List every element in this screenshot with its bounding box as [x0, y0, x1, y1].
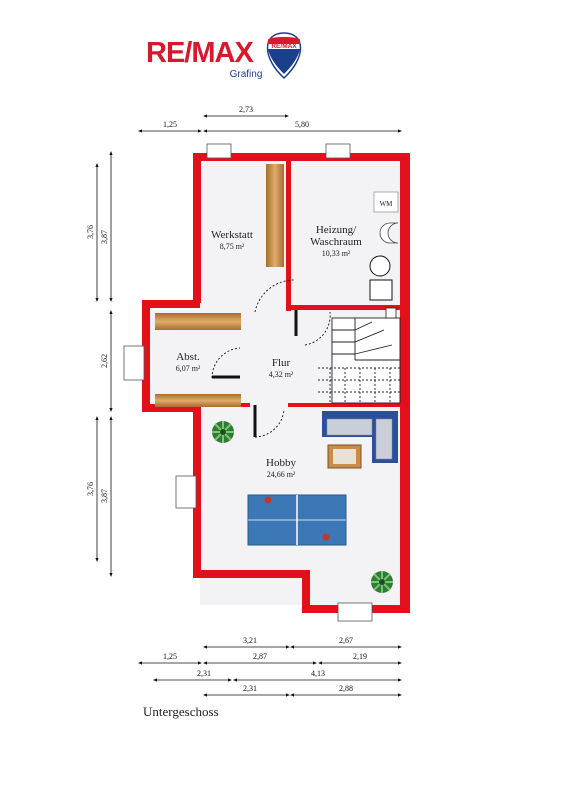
paddle-icon — [322, 533, 330, 541]
office-name: Grafing — [230, 69, 263, 80]
dim-label: 3,76 — [86, 482, 95, 496]
heater-icon — [369, 279, 393, 301]
room-name-hobby: Hobby — [266, 457, 296, 469]
balloon-icon: RE/MAX — [266, 32, 302, 80]
dim-label: 3,87 — [100, 489, 109, 503]
ping-pong-table — [247, 494, 347, 546]
dim-label: 3,87 — [100, 230, 109, 244]
washer: WM — [373, 191, 399, 213]
dim-label: 1,25 — [163, 120, 177, 129]
window-hobby-bottom — [337, 602, 373, 622]
shelf-abst-bottom — [155, 394, 241, 407]
room-name-heizung-1: Heizung/ — [316, 224, 357, 236]
shelf-abst-top — [155, 313, 241, 330]
room-area-hobby: 24,66 m² — [267, 470, 296, 479]
dim-label: 2,31 — [243, 684, 257, 693]
balloon-label: RE/MAX — [271, 43, 297, 50]
window-abst — [123, 345, 145, 381]
dimension-lines — [95, 114, 402, 697]
room-area-flur: 4,32 m² — [269, 370, 294, 379]
dim-label: 2,88 — [339, 684, 353, 693]
paddle-icon — [264, 496, 272, 504]
room-area-werkstatt: 8,75 m² — [220, 242, 245, 251]
dim-label: 3,76 — [86, 225, 95, 239]
window-heizung — [325, 143, 351, 159]
floor-caption: Untergeschoss — [143, 704, 219, 719]
room-area-heizung: 10,33 m² — [322, 249, 351, 258]
plant-icon — [371, 571, 393, 593]
room-name-werkstatt: Werkstatt — [211, 229, 253, 241]
sofa — [322, 411, 398, 463]
dim-label: 2,73 — [239, 105, 253, 114]
dim-label: 2,87 — [253, 652, 267, 661]
dim-label: 1,25 — [163, 652, 177, 661]
plant-icon — [212, 421, 234, 443]
window-hobby-left — [175, 475, 197, 509]
dim-label: 2,31 — [197, 669, 211, 678]
doors — [212, 310, 298, 437]
drain-icon — [385, 307, 397, 319]
windows — [123, 143, 373, 622]
dim-label: 2,67 — [339, 636, 353, 645]
room-area-abst: 6,07 m² — [176, 364, 201, 373]
stairs — [318, 317, 401, 404]
dim-label: 3,21 — [243, 636, 257, 645]
dim-label: 2,62 — [100, 354, 109, 368]
dim-label: 4,13 — [311, 669, 325, 678]
door-swings — [211, 279, 331, 438]
boiler-icon — [369, 255, 391, 277]
dim-label: 2,19 — [353, 652, 367, 661]
remax-logo: RE/MAX RE/MAX Grafing — [146, 32, 302, 80]
washer-label: WM — [380, 200, 394, 208]
sink-icon — [379, 222, 399, 244]
room-name-heizung-2: Waschraum — [310, 236, 362, 248]
room-name-abst: Abst. — [176, 351, 200, 363]
window-werkstatt — [206, 143, 232, 159]
dim-label: 5,80 — [295, 120, 309, 129]
coffee-table-top — [333, 449, 356, 464]
logo-brand: RE/MAX — [146, 37, 254, 69]
shelf-werkstatt — [266, 164, 284, 267]
room-name-flur: Flur — [272, 357, 291, 369]
